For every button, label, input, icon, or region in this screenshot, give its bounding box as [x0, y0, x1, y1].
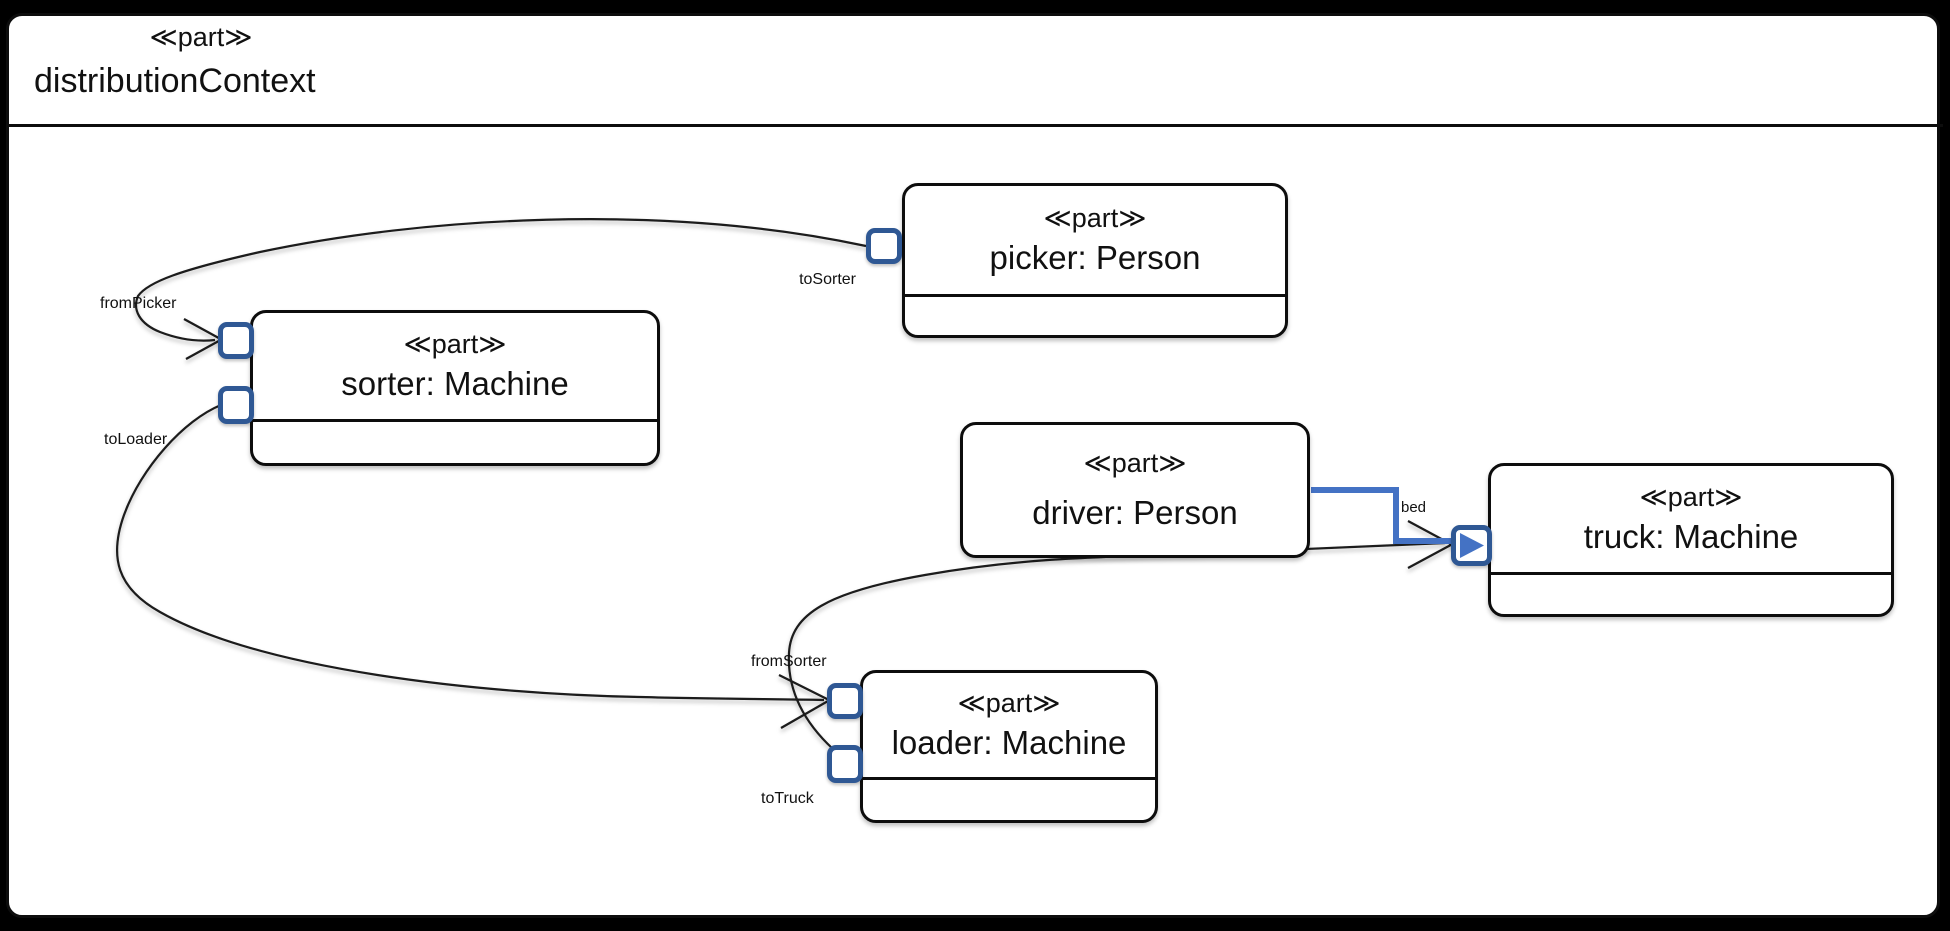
port-fromSorter[interactable]	[827, 683, 863, 719]
frame-title-separator	[7, 124, 1943, 127]
connector-toloader-fromsorter[interactable]	[116, 403, 825, 702]
block-picker-name: picker: Person	[989, 239, 1201, 277]
port-toLoader[interactable]	[218, 386, 254, 424]
port-label-bed: bed	[1401, 499, 1427, 516]
connector-driver-bed[interactable]	[1311, 487, 1452, 544]
block-truck-header: ≪part≫ truck: Machine	[1491, 466, 1891, 575]
port-toTruck[interactable]	[827, 745, 863, 783]
block-picker-stereotype: ≪part≫	[1043, 202, 1147, 233]
block-loader-compartment	[863, 780, 1155, 820]
port-bed[interactable]	[1451, 525, 1492, 566]
port-toSorter[interactable]	[866, 228, 902, 264]
port-label-toLoader: toLoader	[104, 431, 168, 448]
block-driver-header: ≪part≫ driver: Person	[963, 425, 1307, 555]
port-label-toTruck: toTruck	[761, 790, 814, 807]
connector-tosorter-frompicker[interactable]	[134, 218, 867, 342]
block-sorter-compartment	[253, 422, 657, 463]
block-loader-stereotype: ≪part≫	[957, 687, 1061, 718]
block-picker-header: ≪part≫ picker: Person	[905, 186, 1285, 297]
block-picker-compartment	[905, 297, 1285, 335]
block-driver-stereotype: ≪part≫	[1083, 448, 1187, 478]
block-sorter-name: sorter: Machine	[341, 365, 569, 403]
frame-stereotype: ≪part≫	[149, 22, 253, 52]
block-picker[interactable]: ≪part≫ picker: Person	[902, 183, 1288, 338]
block-truck[interactable]: ≪part≫ truck: Machine	[1488, 463, 1894, 617]
block-sorter-header: ≪part≫ sorter: Machine	[253, 313, 657, 422]
block-truck-stereotype: ≪part≫	[1639, 481, 1743, 512]
block-driver-name: driver: Person	[1032, 493, 1238, 531]
frame-title: distributionContext	[34, 62, 316, 100]
block-loader-name: loader: Machine	[891, 724, 1127, 762]
flow-direction-arrow-icon	[1460, 533, 1484, 558]
block-loader-header: ≪part≫ loader: Machine	[863, 673, 1155, 780]
block-sorter-stereotype: ≪part≫	[403, 328, 507, 359]
block-driver[interactable]: ≪part≫ driver: Person	[960, 422, 1310, 558]
port-label-fromSorter: fromSorter	[751, 653, 827, 670]
block-loader[interactable]: ≪part≫ loader: Machine	[860, 670, 1158, 823]
port-fromPicker[interactable]	[218, 322, 254, 359]
block-truck-compartment	[1491, 575, 1891, 614]
port-label-fromPicker: fromPicker	[100, 295, 177, 312]
block-truck-name: truck: Machine	[1583, 518, 1799, 556]
block-sorter[interactable]: ≪part≫ sorter: Machine	[250, 310, 660, 466]
port-label-toSorter: toSorter	[799, 271, 856, 288]
